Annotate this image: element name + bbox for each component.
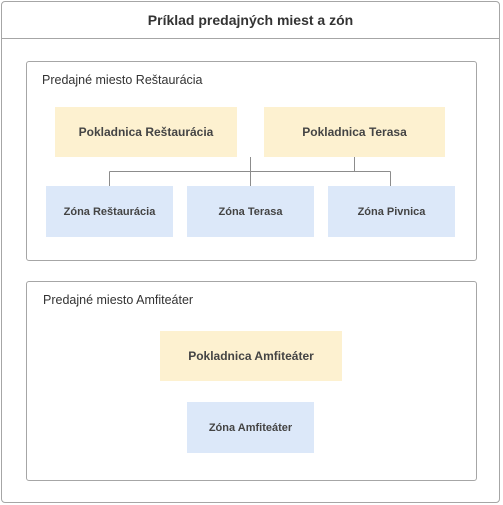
register-restaurant: Pokladnica Reštaurácia xyxy=(55,107,237,157)
zone-restaurant: Zóna Reštaurácia xyxy=(46,186,173,237)
zone-amphitheater: Zóna Amfiteáter xyxy=(187,402,314,453)
sales-point-restaurant-title: Predajné miesto Reštaurácia xyxy=(42,73,203,87)
sales-point-amphitheater xyxy=(26,281,477,481)
diagram-title: Príklad predajných miest a zón xyxy=(2,2,499,39)
sales-point-restaurant xyxy=(26,61,477,261)
zone-terrace: Zóna Terasa xyxy=(187,186,314,237)
zone-cellar: Zóna Pivnica xyxy=(328,186,455,237)
register-terrace: Pokladnica Terasa xyxy=(264,107,445,157)
sales-point-amphitheater-title: Predajné miesto Amfiteáter xyxy=(43,293,194,307)
register-amphitheater: Pokladnica Amfiteáter xyxy=(160,331,342,381)
